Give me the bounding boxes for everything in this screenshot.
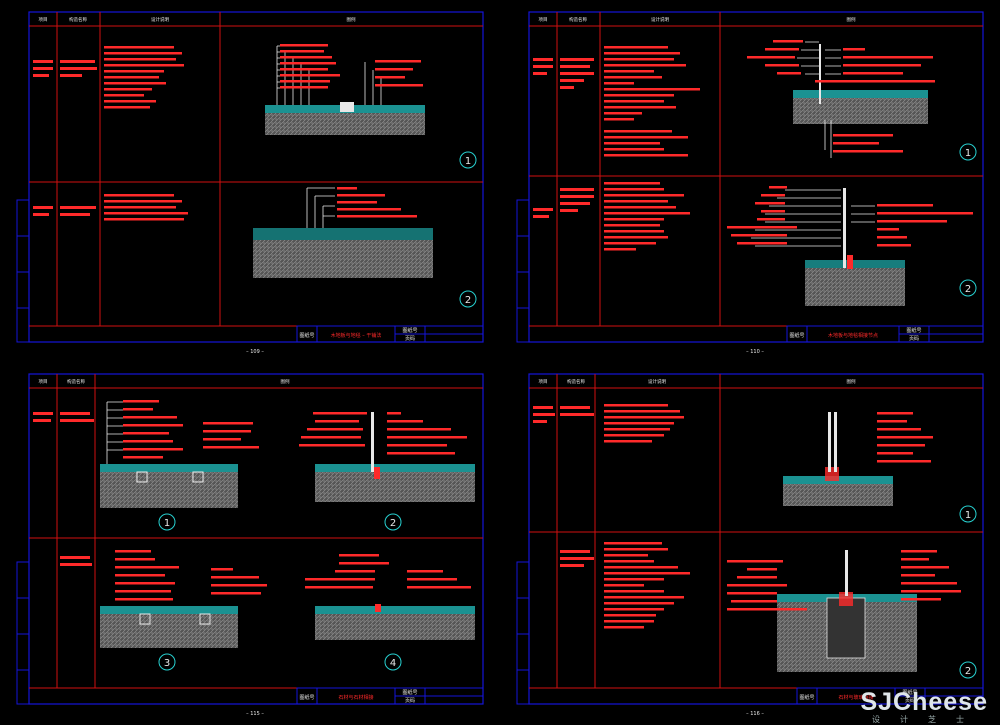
callout-2: 2 bbox=[965, 284, 971, 295]
callout-2: 2 bbox=[390, 518, 396, 529]
header-col-1: 项目 bbox=[39, 17, 48, 23]
sheet-title: 木地板与地毯 – 干铺法 bbox=[331, 332, 382, 339]
callout-1: 1 bbox=[965, 148, 971, 159]
callout-1: 1 bbox=[465, 156, 471, 167]
header-col-2: 构造名称 bbox=[569, 16, 587, 23]
callout-2: 2 bbox=[465, 295, 471, 306]
page-label: 页码 bbox=[909, 335, 919, 342]
header-col-1: 项目 bbox=[39, 379, 48, 385]
header-col-3: 设计说明 bbox=[651, 16, 669, 23]
title-label: 图纸号 bbox=[299, 694, 314, 701]
page-number: – 109 – bbox=[246, 349, 264, 355]
page-number: – 115 – bbox=[246, 711, 264, 717]
page-label: 页码 bbox=[905, 697, 915, 704]
header-col-2: 构造名称 bbox=[69, 16, 87, 23]
header-col-3: 设计说明 bbox=[151, 16, 169, 23]
drawing-no: 图纸号 bbox=[402, 689, 417, 696]
callout-1: 1 bbox=[164, 518, 170, 529]
callout-1: 1 bbox=[965, 510, 971, 521]
header-col-3: 图例 bbox=[281, 378, 290, 385]
callout-3: 3 bbox=[164, 658, 170, 669]
title-label: 图纸号 bbox=[789, 332, 804, 339]
header-col-1: 项目 bbox=[539, 379, 548, 385]
page-label: 页码 bbox=[405, 335, 415, 342]
drawing-sheet-4: 1 2 图纸号 石材与玻璃相接 图纸号 页码 – 116 – 项目 构造名称 设… bbox=[515, 372, 985, 720]
header-col-4: 图例 bbox=[847, 378, 856, 385]
header-col-2: 构造名称 bbox=[567, 378, 585, 385]
sheet-title: 石材与石材相接 bbox=[338, 694, 373, 701]
drawing-sheet-2: 1 2 图纸号 木地板与地毯相接节点 图纸号 页码 – 110 – 项目 构 bbox=[515, 10, 985, 358]
header-col-1: 项目 bbox=[539, 17, 548, 23]
header-col-4: 图例 bbox=[847, 16, 856, 23]
page-number: – 110 – bbox=[746, 349, 764, 355]
page-number: – 116 – bbox=[746, 711, 764, 717]
sheet-title: 石材与玻璃相接 bbox=[838, 694, 873, 701]
callout-2: 2 bbox=[965, 666, 971, 677]
drawing-no: 图纸号 bbox=[402, 327, 417, 334]
sheet-title: 木地板与地毯相接节点 bbox=[828, 332, 878, 339]
drawing-no: 图纸号 bbox=[906, 327, 921, 334]
callout-4: 4 bbox=[390, 658, 396, 669]
drawing-sheet-1: 1 2 图纸号 木地板与地毯 – 干铺法 图纸号 页码 – 109 – 项目 构… bbox=[15, 10, 485, 358]
header-col-3: 设计说明 bbox=[648, 378, 666, 385]
drawing-no: 图纸号 bbox=[902, 689, 917, 696]
title-label: 图纸号 bbox=[299, 332, 314, 339]
page-label: 页码 bbox=[405, 697, 415, 704]
drawing-sheet-3: 1 2 3 bbox=[15, 372, 485, 720]
watermark-logo: SJCheese bbox=[860, 688, 988, 716]
title-label: 图纸号 bbox=[799, 694, 814, 701]
watermark-subtitle: 设计芝士 bbox=[872, 715, 984, 724]
header-col-2: 构造名称 bbox=[67, 378, 85, 385]
header-col-4: 图例 bbox=[347, 16, 356, 23]
